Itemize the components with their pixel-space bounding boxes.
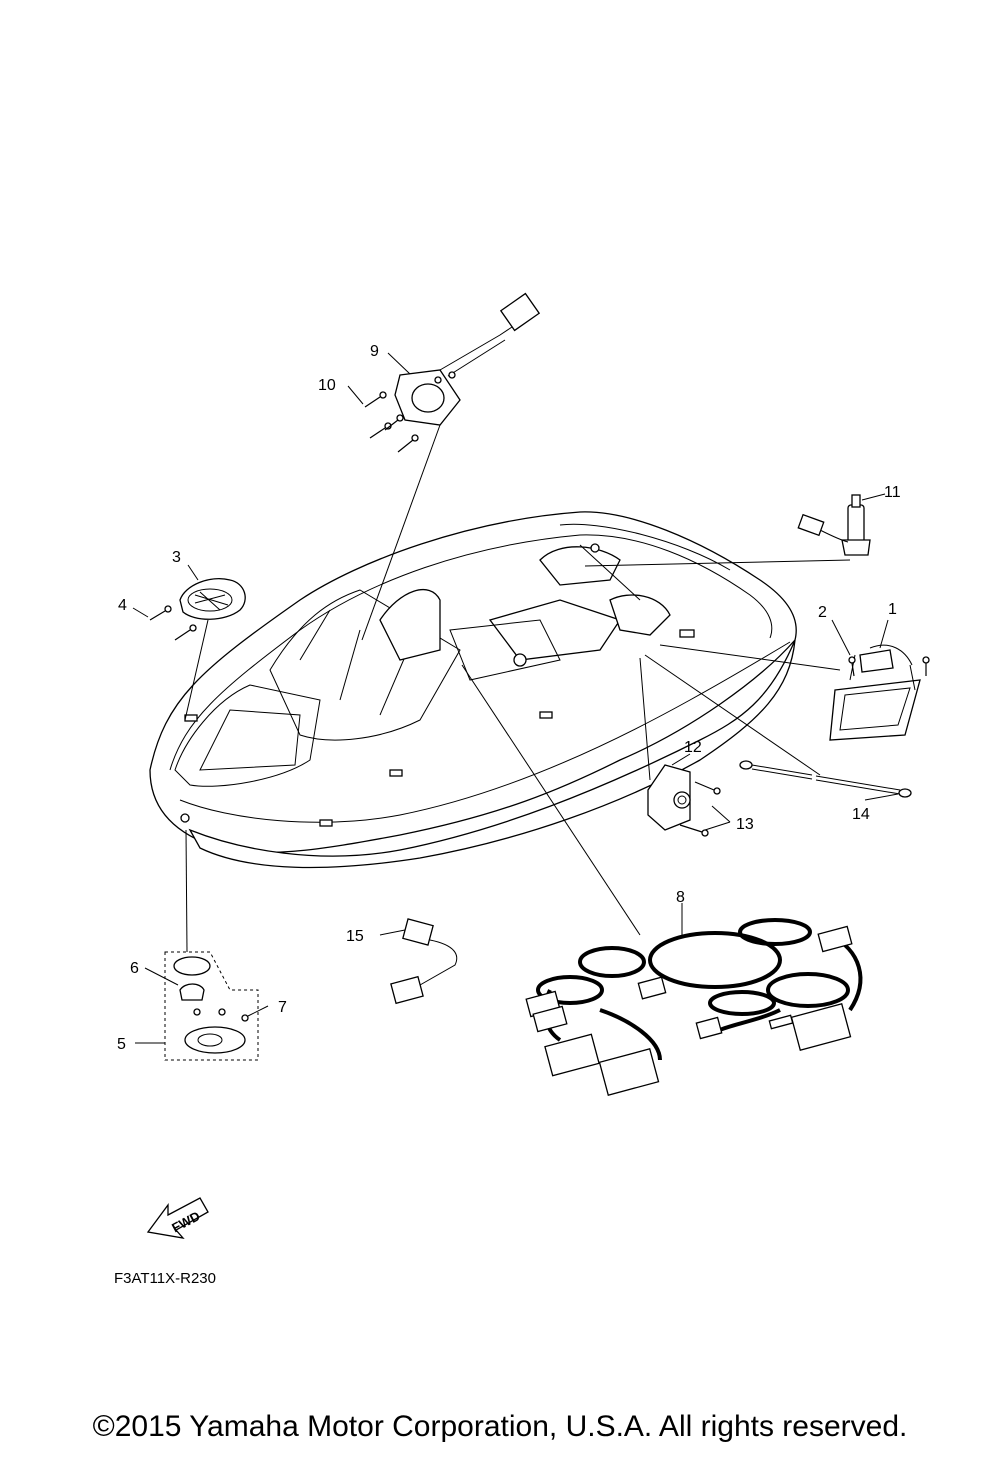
part-4-screws xyxy=(149,605,197,641)
callout-12: 12 xyxy=(684,739,702,756)
callout-3: 3 xyxy=(172,549,181,566)
part-2-screws xyxy=(848,656,930,677)
callout-4: 4 xyxy=(118,597,127,614)
forward-direction-arrow: FWD xyxy=(146,1197,209,1239)
callout-15: 15 xyxy=(346,928,364,945)
callout-7: 7 xyxy=(278,999,287,1016)
part-14-ground-cable xyxy=(739,760,912,798)
callout-14: 14 xyxy=(852,806,870,823)
part-3-speaker-grille xyxy=(179,578,246,620)
part-10-screws xyxy=(364,391,419,453)
copyright-notice: ©2015 Yamaha Motor Corporation, U.S.A. A… xyxy=(92,1410,908,1443)
leader-lines xyxy=(132,352,899,1044)
callout-10: 10 xyxy=(318,377,336,394)
part-15-wire-lead xyxy=(390,918,458,1005)
part-8-wire-harness xyxy=(525,918,863,1096)
part-9-hatch-assembly xyxy=(394,292,541,426)
callout-9: 9 xyxy=(370,343,379,360)
boat-hull-illustration xyxy=(149,511,797,869)
part-13-screws xyxy=(679,781,721,837)
callout-6: 6 xyxy=(130,960,139,977)
drawing-code: F3AT11X-R230 xyxy=(114,1270,216,1287)
callout-11: 11 xyxy=(884,484,901,501)
callout-5: 5 xyxy=(117,1036,126,1053)
parts-5-6-7-group xyxy=(164,951,259,1061)
callout-13: 13 xyxy=(736,816,754,833)
callout-1: 1 xyxy=(888,601,897,618)
callout-2: 2 xyxy=(818,604,827,621)
callout-8: 8 xyxy=(676,889,685,906)
part-11-sensor xyxy=(797,494,871,556)
part-12-module xyxy=(647,764,691,831)
callout-labels: 1 2 3 4 5 6 7 8 9 10 11 12 13 14 15 xyxy=(117,343,901,1053)
part-1-bracket xyxy=(829,644,921,741)
